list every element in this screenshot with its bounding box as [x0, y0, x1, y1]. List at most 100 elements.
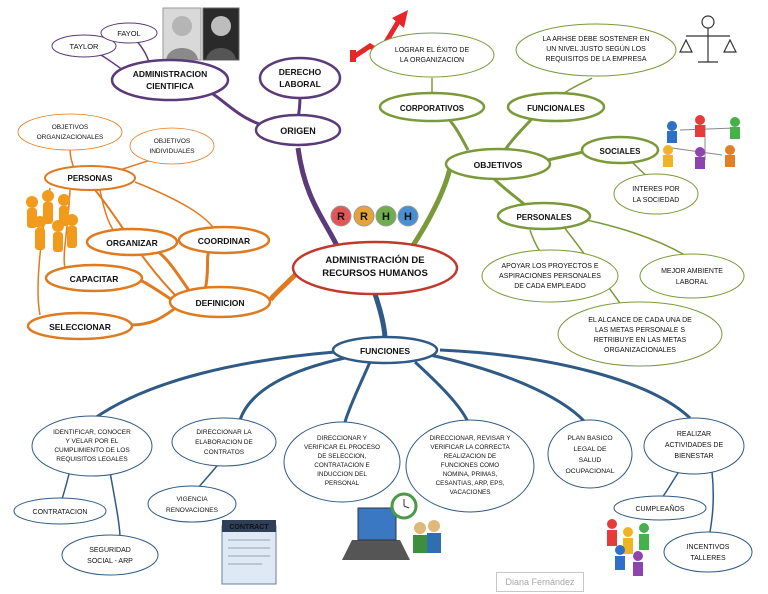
coordinar-node[interactable]: COORDINAR — [177, 225, 271, 255]
branch-bienestar — [439, 348, 692, 420]
branch-plan-salud — [429, 353, 587, 424]
seleccionar-node[interactable]: SELECCIONAR — [26, 311, 134, 341]
corporativos-detail-line2: LA ORGANIZACION — [400, 57, 464, 64]
branch-nomina — [413, 360, 470, 423]
admin-cientifica-line2: CIENTIFICA — [146, 81, 194, 91]
plan-salud-line1: PLAN BASICO — [567, 435, 612, 442]
identificar-line3: CUMPLIMIENTO DE LOS — [54, 447, 130, 454]
branch-capacitar — [139, 278, 173, 302]
alcance-node[interactable]: EL ALCANCE DE CADA UNA DE LAS METAS PERS… — [557, 301, 723, 367]
obj-individuales-node[interactable]: OBJETIVOS INDIVIDUALES — [129, 127, 215, 165]
taylor-label: TAYLOR — [70, 42, 99, 51]
nomina-line7: VACACIONES — [450, 489, 491, 496]
alcance-line2: LAS METAS PERSONALE S — [595, 327, 685, 334]
rrhh-letter-4: H — [404, 211, 412, 223]
plan-salud-line2: LEGAL DE — [574, 446, 607, 453]
seleccion-line2: VERIFICAR EL PROCESO — [304, 444, 380, 451]
nomina-line2: VERIFICAR LA CORRECTA — [430, 444, 510, 451]
plan-salud-node[interactable]: PLAN BASICO LEGAL DE SALUD OCUPACIONAL — [547, 419, 633, 489]
rrhh-letter-3: H — [382, 211, 390, 223]
branch-direccionar-contratos — [238, 356, 346, 421]
seleccion-line3: DE SELECCION, — [318, 453, 367, 460]
corporativos-detail-line1: LOGRAR EL ÉXITO DE — [395, 45, 470, 54]
network-people-image — [663, 115, 740, 169]
cumpleanos-label: CUMPLEAÑOS — [635, 504, 684, 513]
branch-seguridad — [109, 471, 121, 539]
alcance-line3: RETRIBUYE EN LAS METAS — [594, 337, 687, 344]
taylor-node[interactable]: TAYLOR — [51, 34, 117, 58]
branch-obj-ind — [119, 159, 153, 171]
derecho-laboral-node[interactable]: DERECHO LABORAL — [258, 56, 342, 100]
nomina-line5: NOMINA, PRIMAS, — [443, 471, 498, 478]
identificar-node[interactable]: IDENTIFICAR, CONOCER Y VELAR POR EL CUMP… — [31, 415, 153, 477]
sociales-label: SOCIALES — [600, 147, 642, 156]
objetivos-label: OBJETIVOS — [474, 160, 523, 170]
orange-team-image — [26, 190, 78, 252]
branch-incentivos — [709, 471, 714, 533]
branch-cumpleanos — [659, 469, 681, 501]
funcionales-label: FUNCIONALES — [527, 104, 585, 113]
personas-node[interactable]: PERSONAS — [44, 165, 136, 191]
origen-node[interactable]: ORIGEN — [254, 113, 342, 147]
identificar-line2: Y VELAR POR EL — [66, 438, 119, 445]
fayol-node[interactable]: FAYOL — [100, 22, 158, 44]
sociales-detail-line2: LA SOCIEDAD — [633, 197, 680, 204]
alcance-line1: EL ALCANCE DE CADA UNA DE — [588, 317, 692, 324]
obj-organizacionales-node[interactable]: OBJETIVOS ORGANIZACIONALES — [17, 113, 123, 151]
sociales-node[interactable]: SOCIALES — [580, 135, 660, 165]
contratacion-node[interactable]: CONTRATACION — [13, 497, 107, 525]
funciones-label: FUNCIONES — [360, 346, 410, 356]
sociales-detail-node[interactable]: INTERES POR LA SOCIEDAD — [613, 173, 699, 215]
branch-origen — [295, 147, 341, 250]
branch-organizar — [154, 248, 192, 293]
organizar-node[interactable]: ORGANIZAR — [85, 227, 179, 257]
corporativos-label: CORPORATIVOS — [400, 104, 465, 113]
cumpleanos-node[interactable]: CUMPLEAÑOS — [613, 495, 707, 521]
obj-organizacionales-line2: ORGANIZACIONALES — [37, 134, 104, 141]
funciones-node[interactable]: FUNCIONES — [331, 335, 439, 365]
vigencia-line2: RENOVACIONES — [166, 507, 219, 514]
funcionales-detail-node[interactable]: LA ARHSE DEBE SOSTENER EN UN NIVEL JUSTO… — [515, 23, 677, 77]
contract-image: CONTRACT — [221, 520, 277, 585]
bienestar-node[interactable]: REALIZAR ACTIVIDADES DE BIENESTAR — [643, 417, 745, 475]
personas-label: PERSONAS — [68, 174, 114, 183]
obj-individuales-line2: INDIVIDUALES — [149, 148, 195, 155]
corporativos-detail-node[interactable]: LOGRAR EL ÉXITO DE LA ORGANIZACION — [369, 32, 495, 78]
funcionales-node[interactable]: FUNCIONALES — [506, 91, 606, 123]
objetivos-node[interactable]: OBJETIVOS — [444, 147, 552, 181]
direccionar-contratos-node[interactable]: DIRECCIONAR LA ELABORACION DE CONTRATOS — [171, 417, 277, 467]
definicion-node[interactable]: DEFINICION — [168, 285, 272, 319]
fayol-label: FAYOL — [117, 29, 141, 38]
corporativos-node[interactable]: CORPORATIVOS — [378, 91, 486, 123]
capacitar-node[interactable]: CAPACITAR — [44, 263, 144, 293]
contratacion-label: CONTRATACION — [33, 509, 88, 516]
plan-salud-line4: OCUPACIONAL — [566, 468, 615, 475]
funcionales-detail-line3: REQUISITOS DE LA EMPRESA — [545, 56, 646, 63]
vigencia-node[interactable]: VIGENCIA RENOVACIONES — [147, 485, 237, 523]
seleccion-line4: CONTRATACION E — [314, 462, 369, 469]
center-node[interactable]: ADMINISTRACIÓN DE RECURSOS HUMANOS — [291, 240, 459, 296]
admin-cientifica-line1: ADMINISTRACION — [133, 69, 208, 79]
identificar-line4: REQUISITOS LEGALES — [56, 456, 128, 463]
branch-personas-coordinar — [134, 181, 216, 231]
bienestar-line1: REALIZAR — [677, 431, 711, 438]
seleccion-line1: DIRECCIONAR Y — [317, 435, 368, 442]
incentivos-node[interactable]: INCENTIVOS TALLERES — [663, 531, 753, 573]
mejor-ambiente-node[interactable]: MEJOR AMBIENTE LABORAL — [639, 253, 745, 299]
rrhh-badge-image: R R H H — [330, 205, 419, 227]
admin-cientifica-node[interactable]: ADMINISTRACION CIENTIFICA — [110, 58, 230, 102]
branch-identificar — [94, 350, 336, 420]
vigencia-line1: VIGENCIA — [176, 496, 208, 503]
seguridad-node[interactable]: SEGURIDAD SOCIAL - ARP — [61, 534, 159, 576]
personales-detail-node[interactable]: APOYAR LOS PROYECTOS E ASPIRACIONES PERS… — [481, 249, 619, 303]
nomina-line6: CESANTIAS, ARP, EPS, — [436, 480, 505, 487]
nomina-node[interactable]: DIRECCIONAR, REVISAR Y VERIFICAR LA CORR… — [405, 419, 535, 513]
personales-node[interactable]: PERSONALES — [496, 201, 592, 231]
organizar-label: ORGANIZAR — [106, 238, 157, 248]
center-title-line1: ADMINISTRACIÓN DE — [325, 254, 424, 266]
seleccion-node[interactable]: DIRECCIONAR Y VERIFICAR EL PROCESO DE SE… — [283, 421, 401, 503]
branch-definicion — [267, 270, 300, 305]
branch-seleccion — [343, 361, 372, 423]
seguridad-line1: SEGURIDAD — [89, 547, 131, 554]
